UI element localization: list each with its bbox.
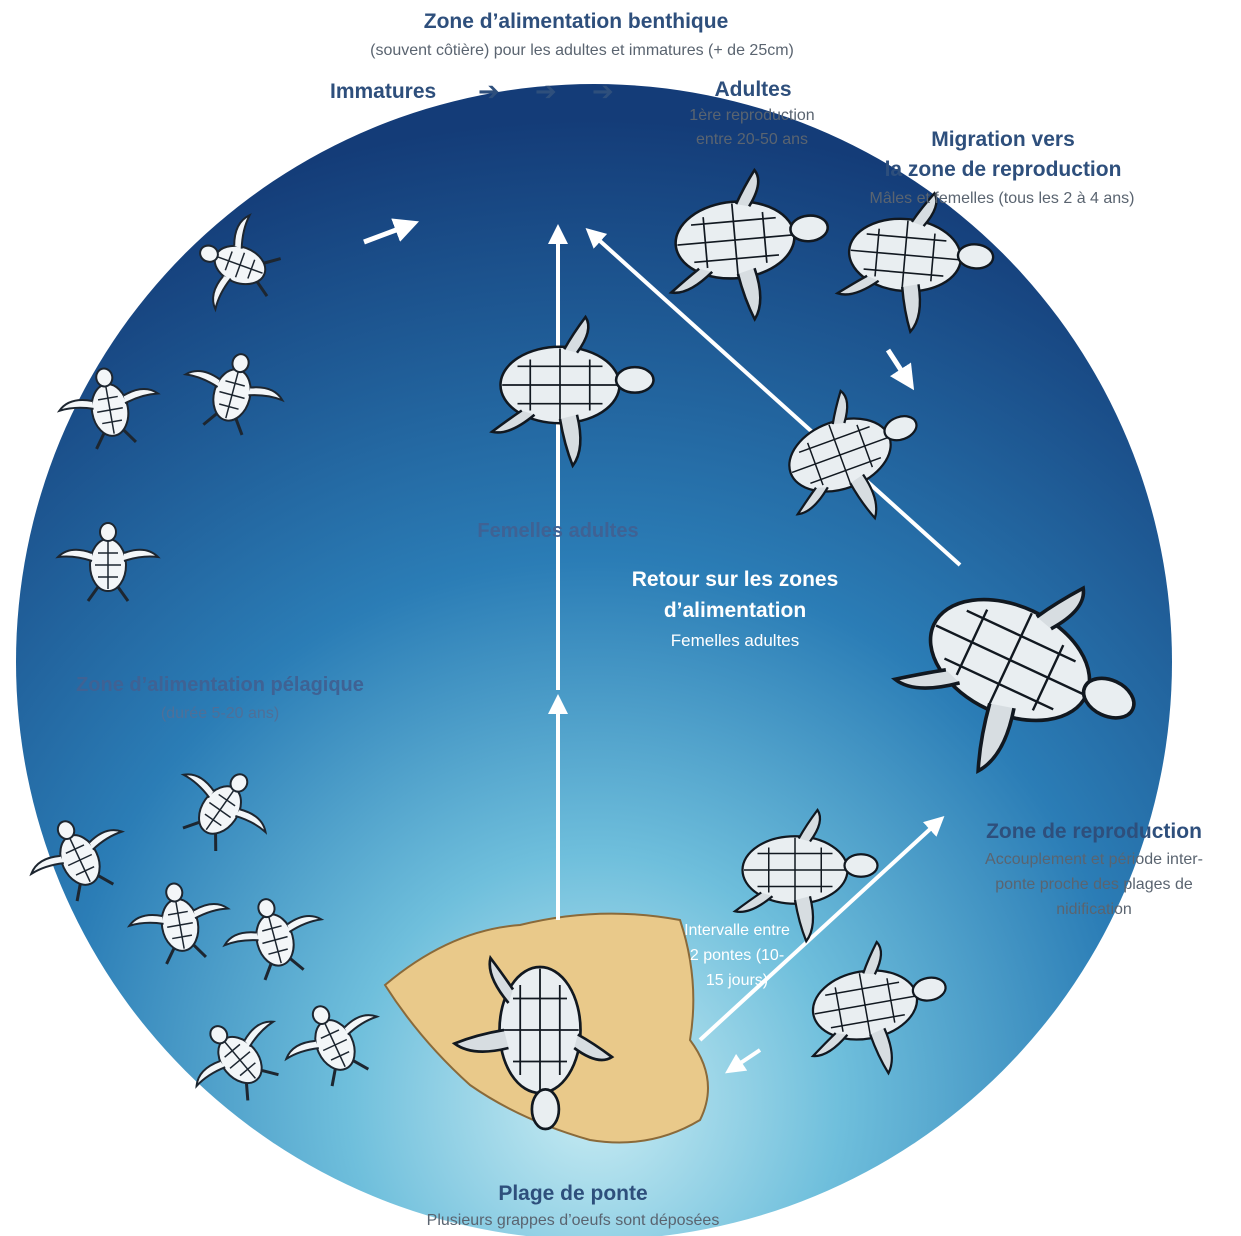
interval-line2: 2 pontes (10-: [690, 947, 784, 965]
reproduction-note-line2: ponte proche des plages de: [995, 876, 1192, 894]
migration-note: Mâles et femelles (tous les 2 à 4 ans): [869, 190, 1134, 208]
pelagic-zone-title: Zone d’alimentation pélagique: [76, 674, 364, 697]
growth-arrows: ➔ ➔ ➔: [478, 76, 628, 107]
nesting-beach-note: Plusieurs grappes d’oeufs sont déposées: [427, 1212, 720, 1230]
benthic-zone-title: Zone d’alimentation benthique: [424, 10, 729, 34]
pelagic-zone-note: (durée 5-20 ans): [161, 705, 279, 723]
femelles-adultes-label: Femelles adultes: [477, 520, 638, 543]
migration-title-line1: Migration vers: [931, 128, 1075, 152]
immatures-label: Immatures: [330, 80, 436, 104]
reproduction-note-line1: Accouplement et période inter-: [985, 851, 1203, 869]
reproduction-zone-title: Zone de reproduction: [986, 820, 1202, 844]
interval-line3: 15 jours): [706, 972, 768, 990]
interval-line1: Intervalle entre: [684, 922, 790, 940]
nesting-beach-title: Plage de ponte: [498, 1182, 647, 1206]
migration-title-line2: la zone de reproduction: [885, 158, 1122, 182]
adultes-label: Adultes: [714, 78, 791, 102]
benthic-zone-subtitle: (souvent côtière) pour les adultes et im…: [370, 42, 794, 60]
first-reproduction-age: entre 20-50 ans: [696, 131, 808, 149]
retour-title-line1: Retour sur les zones: [632, 568, 839, 592]
retour-title-line2: d’alimentation: [664, 599, 806, 623]
reproduction-note-line3: nidification: [1056, 901, 1132, 919]
first-reproduction-note: 1ère reproduction: [689, 107, 814, 125]
retour-note: Femelles adultes: [671, 631, 800, 651]
